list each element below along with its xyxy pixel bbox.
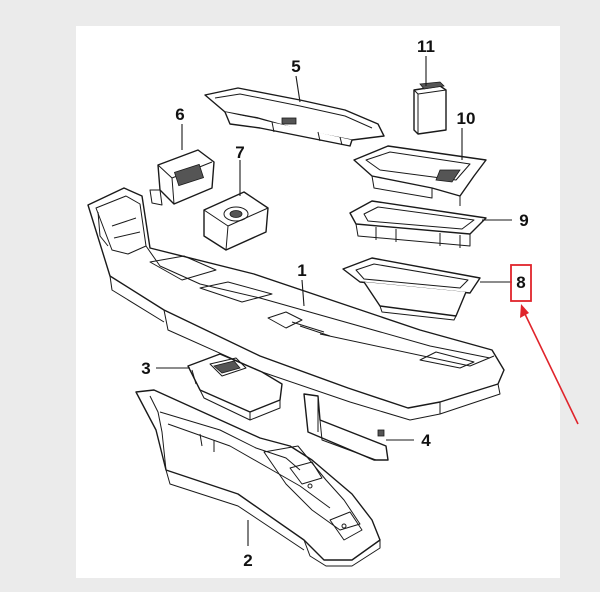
part-11-block[interactable]: [413, 81, 447, 135]
callout-4: 4: [421, 431, 431, 450]
highlight-box: [510, 264, 532, 302]
callout-6: 6: [175, 105, 184, 124]
part-7-cupholder[interactable]: [203, 191, 269, 251]
callout-8: 8: [516, 273, 525, 292]
part-9-bezel[interactable]: [349, 200, 487, 248]
highlight-arrow-line: [523, 311, 579, 425]
part-3-shifter-panel[interactable]: [187, 353, 283, 421]
callout-11: 11: [417, 37, 435, 56]
part-10-tray[interactable]: [353, 145, 487, 206]
callout-5: 5: [291, 57, 300, 76]
callout-9: 9: [519, 211, 528, 230]
part-4-side-panel[interactable]: [303, 393, 389, 461]
part-8-pocket[interactable]: [342, 257, 481, 321]
callout-1: 1: [297, 261, 306, 280]
highlight-arrow-head: [520, 304, 529, 318]
part-8-highlight: [510, 264, 579, 425]
callout-7: 7: [235, 143, 244, 162]
callout-10: 10: [457, 109, 476, 128]
callout-2: 2: [243, 551, 252, 570]
callout-labels: 5 11 6 7 10 9 8 1 3 4 2: [141, 37, 528, 570]
part-5-tray[interactable]: [204, 87, 385, 147]
leader-lines: [156, 56, 512, 546]
part-6-switch[interactable]: [149, 149, 215, 206]
part-1-console[interactable]: [87, 187, 505, 421]
part-2-base[interactable]: [135, 389, 381, 567]
callout-3: 3: [141, 359, 150, 378]
